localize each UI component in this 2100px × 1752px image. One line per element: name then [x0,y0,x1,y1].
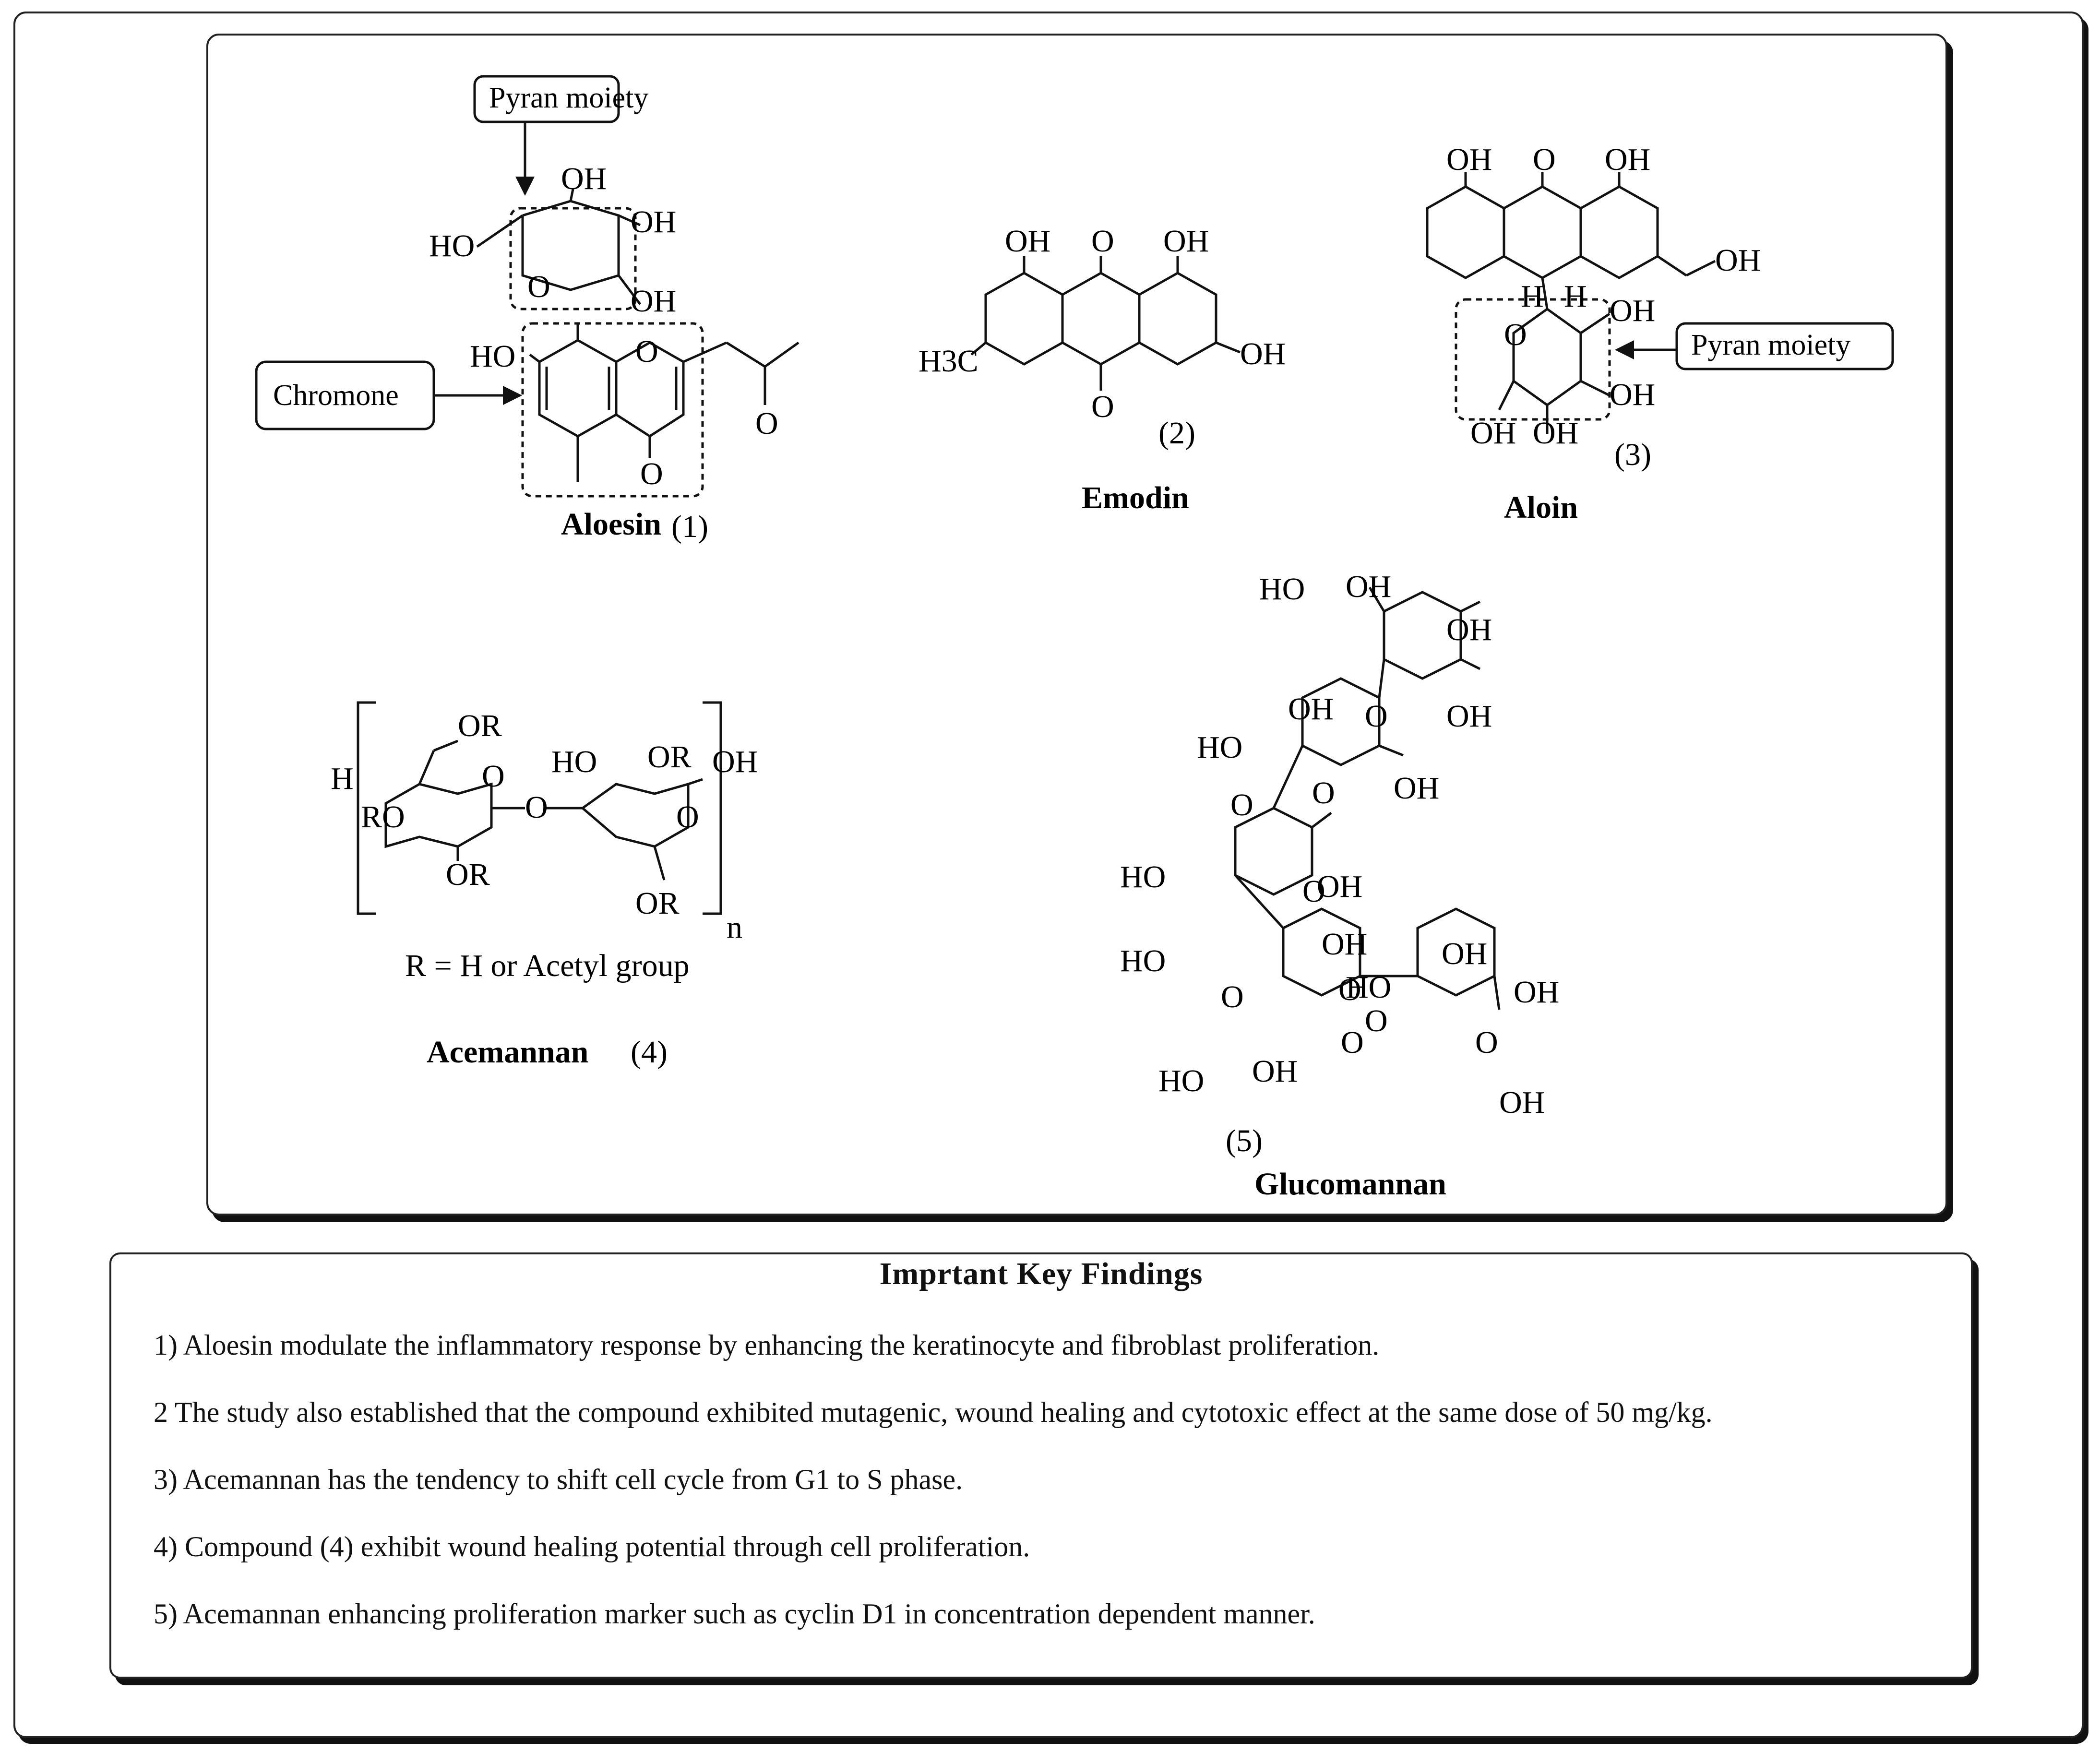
glucomannan-label: OH [1446,699,1492,734]
aloin-name: Aloin [1504,490,1578,525]
aloin-pyran-callout-box [1675,322,1894,370]
aloin-oh-b1: OH [1470,416,1516,451]
aloin-oh-b2: OH [1533,416,1578,451]
aloin-oh-tl: OH [1446,142,1492,177]
glucomannan-structure [1234,586,1501,1010]
aloin-oh-r1: OH [1610,293,1655,328]
aloin-h1: H [1521,279,1544,314]
acemannan-oh: OH [712,744,758,779]
aloin-oh-r2: OH [1610,377,1655,412]
aloesin-ho-chromone: HO [470,339,515,374]
glucomannan-label: OH [1394,771,1439,806]
acemannan-ho: HO [551,744,597,779]
aloesin-name: Aloesin [561,507,661,542]
glucomannan-label: OH [1346,569,1391,604]
aloesin-ho-left: HO [429,228,475,263]
aloesin-number: (1) [671,509,708,544]
glucomannan-label: OH [1442,936,1487,971]
glucomannan-label: O [1230,787,1253,822]
acemannan-o-ring2: O [676,799,699,834]
aloesin-oh-top: OH [561,161,607,196]
finding-item: 5) Acemannan enhancing proliferation mar… [154,1598,1315,1630]
glucomannan-label: O [1341,1025,1364,1060]
acemannan-or-top2: OR [647,739,692,775]
glucomannan-label: HO [1120,859,1166,894]
structures-svg: OH OH OH HO O HO O O O Aloesin (1) Pyran… [255,75,1894,1202]
glucomannan-label: O [1365,699,1388,734]
glucomannan-label: OH [1252,1054,1298,1089]
finding-item: 4) Compound (4) exhibit wound healing po… [154,1531,1030,1562]
glucomannan-label: O [1338,972,1361,1007]
acemannan-r-definition: R = H or Acetyl group [405,948,690,983]
aloesin-o-carbonyl: O [640,456,663,491]
glucomannan-label: O [1312,775,1335,810]
aloin-oh-tr: OH [1605,142,1650,177]
glucomannan-label: HO [1346,970,1391,1005]
finding-item: 3) Acemannan has the tendency to shift c… [154,1464,963,1495]
acemannan-or-bottom2: OR [635,886,680,921]
aloesin-pyran-callout-box [473,75,620,123]
glucomannan-label: OH [1514,975,1559,1010]
glucomannan-label: OH [1322,927,1367,962]
emodin-structure [970,256,1241,391]
acemannan-ro: RO [361,799,405,834]
aloesin-o-ketone: O [755,406,778,441]
chromone-callout: Chromone [273,379,399,412]
structures-panel: OH OH OH HO O HO O O O Aloesin (1) Pyran… [206,34,1947,1216]
emodin-oh-right: OH [1163,224,1209,259]
aloesin-structure [476,189,799,498]
emodin-o-bottom: O [1091,389,1114,424]
aloin-pyran-callout: Pyran moiety [1691,329,1850,361]
acemannan-or-top: OR [458,708,502,743]
aloesin-oh-right2: OH [631,284,676,319]
aloesin-o-ring: O [527,269,550,304]
acemannan-h: H [331,761,354,796]
emodin-o-top: O [1091,224,1114,259]
glucomannan-label: OH [1317,869,1362,904]
key-findings-box: Imprtant Key Findings 1) Aloesin modulat… [109,1252,1973,1679]
aloesin-oh-right1: OH [631,204,676,239]
glucomannan-label: OH [1499,1085,1545,1120]
glucomannan-label: HO [1120,943,1166,978]
glucomannan-name: Glucomannan [1254,1167,1446,1202]
finding-item: 2 The study also established that the co… [154,1396,1713,1428]
aloin-number: (3) [1614,437,1651,472]
glucomannan-label: HO [1197,730,1242,765]
aloesin-pyran-callout: Pyran moiety [489,82,648,114]
acemannan-name: Acemannan [427,1035,588,1070]
key-findings-title: Imprtant Key Findings [879,1256,1203,1291]
glucomannan-number: (5) [1226,1123,1263,1158]
emodin-oh-left: OH [1005,224,1050,259]
aloin-h2: H [1564,279,1587,314]
aloesin-o-chromone: O [635,334,658,369]
glucomannan-label: HO [1158,1063,1204,1098]
emodin-h3c: H3C [919,344,978,379]
glucomannan-label: O [1302,874,1325,909]
aloin-o-ring: O [1504,317,1527,352]
acemannan-structure [357,701,722,915]
glucomannan-label: OH [1288,691,1334,727]
emodin-name: Emodin [1082,480,1189,515]
aloin-o-top: O [1533,142,1556,177]
acemannan-number: (4) [631,1035,668,1070]
acemannan-repeat: n [727,910,742,945]
emodin-oh-bottom: OH [1240,336,1286,371]
aloin-oh-side: OH [1715,243,1761,278]
glucomannan-label: HO [1259,572,1305,607]
glucomannan-label: O [1221,979,1244,1014]
glucomannan-label: OH [1446,612,1492,647]
acemannan-o-link: O [525,790,548,825]
emodin-number: (2) [1158,416,1195,451]
acemannan-or-bottom1: OR [446,857,490,892]
glucomannan-label: O [1365,1003,1388,1038]
glucomannan-label: O [1475,1025,1498,1060]
acemannan-o-ring1: O [482,759,505,794]
finding-item: 1) Aloesin modulate the inflammatory res… [154,1329,1380,1361]
aloin-structure [1426,172,1716,434]
